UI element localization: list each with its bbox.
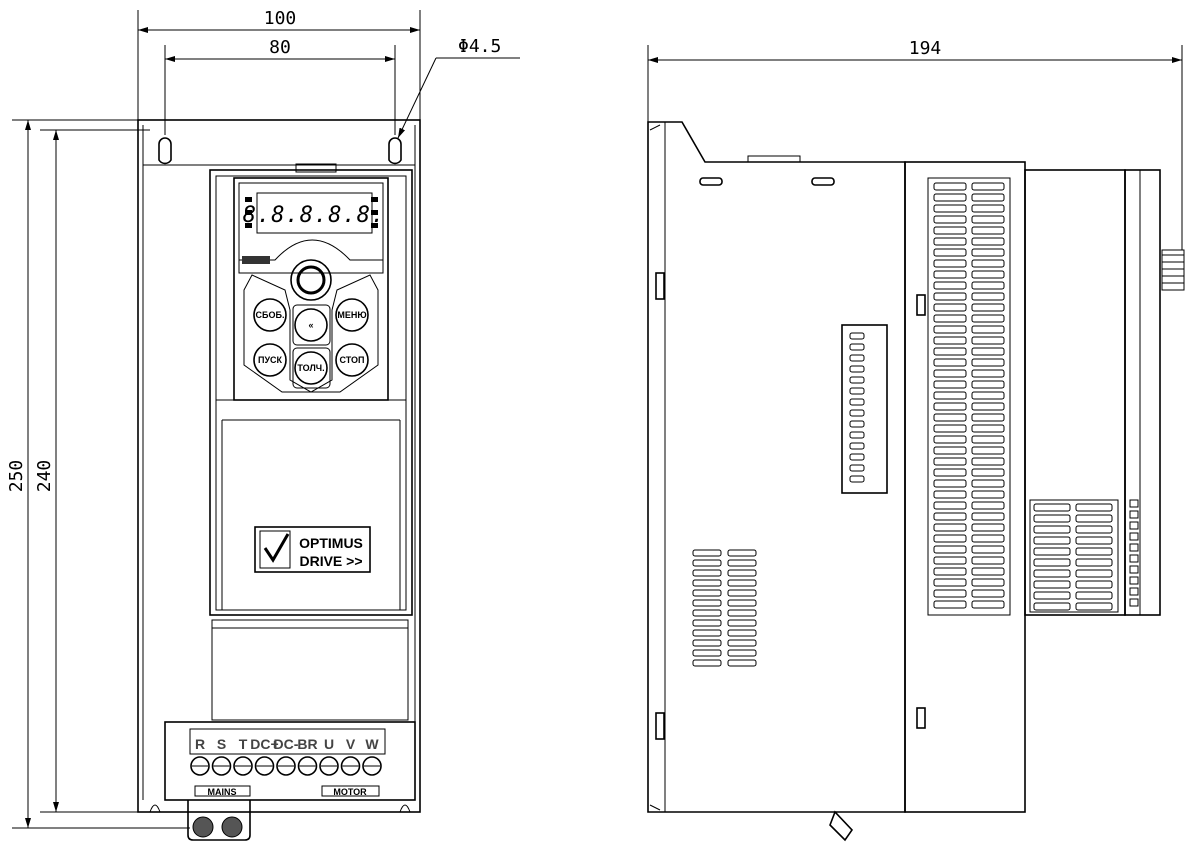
keypad-button[interactable] [294,351,328,385]
front-view: 100 80 Φ4.5 250 240 [6,8,520,841]
keypad-button-label: « [308,320,313,330]
dimension-hole-height-label: 240 [34,460,55,493]
terminal-screw [233,756,253,776]
dimension-hole-diameter: Φ4.5 [397,36,520,139]
dimension-hole-spacing-label: 80 [269,37,291,58]
ground-screw [221,816,243,838]
terminal-label: S [217,736,226,752]
brand-logo: OPTIMUS DRIVE >> [254,526,371,573]
brand-logo-line1: OPTIMUS [299,535,363,551]
terminal-screw [254,756,275,776]
terminal-label: DC+ [250,736,278,752]
dimension-total-height-label: 250 [6,460,27,493]
mounting-hole-left [158,137,172,165]
cable-clamp [829,810,854,842]
dimension-width: 100 [137,8,421,120]
terminal-screw [362,756,382,776]
ground-bracket [187,800,251,841]
terminal-group-motor: MOTOR [333,787,367,797]
keypad-button[interactable] [253,298,287,332]
keypad-button[interactable] [335,343,369,377]
terminal-label: DC- [274,736,299,752]
led-display-digits: 8.8.8.8.8. [243,203,385,228]
keypad: 8.8.8.8.8. СБОБ. « МЕНЮ ПУСК ТОЛЧ. СТОП [233,177,389,401]
dimension-depth-label: 194 [909,38,942,59]
keypad-button[interactable] [335,298,369,332]
mounting-hole-right [388,137,402,165]
keypad-button-label: МЕНЮ [337,310,366,320]
keypad-side [1124,169,1161,616]
terminal-screw [211,756,232,776]
terminal-screw [340,756,361,776]
keypad-button[interactable] [253,343,287,377]
keypad-button-label: СБОБ. [256,310,285,320]
front-housing [137,119,421,813]
keypad-button-label: ТОЛЧ. [297,363,324,373]
keypad-button[interactable] [294,308,328,342]
brand-logo-line2: DRIVE >> [299,553,362,569]
dimension-width-label: 100 [264,8,297,29]
terminal-screw [319,756,339,776]
terminal-label: U [324,736,334,752]
terminal-group-mains: MAINS [208,787,237,797]
brand-mini-logo [242,256,270,264]
side-housing [647,121,906,813]
dimension-heights: 250 240 [6,119,190,829]
terminal-screw [190,756,210,776]
dimension-hole-diameter-label: Φ4.5 [458,36,501,57]
keypad-button-label: ПУСК [258,355,283,365]
terminal-label: R [195,736,205,752]
terminal-label: T [239,736,248,752]
front-cover [209,169,413,616]
side-view: 194 [647,38,1185,842]
terminal-screw [297,756,318,776]
terminal-screw [276,756,296,776]
terminal-label: V [346,736,356,752]
terminal-label: W [365,736,379,752]
keypad-button-label: СТОП [339,355,364,365]
control-knob[interactable] [290,259,332,301]
dimension-depth: 194 [647,38,1183,250]
dimension-hole-spacing: 80 [164,37,396,135]
control-knob-side[interactable] [1161,249,1185,291]
ground-screw [192,816,214,838]
terminal-label: BR [297,736,317,752]
side-vent-panel [841,324,888,494]
